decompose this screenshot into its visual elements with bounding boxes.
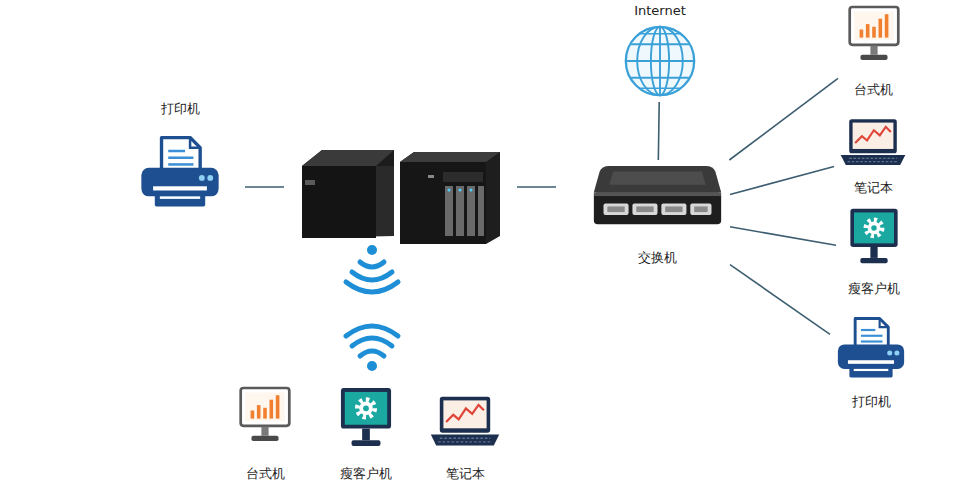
- network-link: [730, 265, 830, 335]
- device-node: 笔记本: [426, 390, 504, 484]
- device-node: 瘦客户机: [330, 384, 402, 484]
- thin-icon: [339, 386, 393, 450]
- device-label: 交换机: [585, 249, 730, 266]
- desktop-icon: [238, 384, 292, 446]
- wifi-symbol: [346, 326, 398, 371]
- device-node: Internet: [615, 0, 705, 102]
- device-label: 笔记本: [426, 465, 504, 482]
- nas-device: [302, 150, 500, 244]
- device-node: 打印机: [128, 98, 232, 216]
- device-node: 交换机: [585, 160, 730, 268]
- desktop-icon: [847, 4, 901, 64]
- device-label: 瘦客户机: [836, 280, 912, 297]
- device-node: 台式机: [838, 4, 908, 100]
- network-link: [730, 227, 836, 246]
- network-link: [658, 102, 660, 160]
- device-label: 台式机: [234, 465, 296, 482]
- device-node: 台式机: [234, 384, 296, 484]
- device-label: Internet: [615, 2, 705, 19]
- wire: [245, 186, 284, 188]
- laptop-icon: [839, 116, 907, 170]
- globe-icon: [622, 21, 698, 101]
- device-label: 笔记本: [834, 179, 912, 196]
- device-node: 笔记本: [834, 114, 912, 198]
- network-link: [729, 78, 838, 160]
- printer-icon: [138, 134, 222, 210]
- device-node: 打印机: [830, 314, 912, 412]
- device-label: 台式机: [838, 81, 908, 98]
- printer-icon: [835, 314, 907, 382]
- laptop-icon: [429, 394, 501, 450]
- device-node: 瘦客户机: [836, 205, 912, 299]
- network-link: [730, 166, 834, 194]
- device-label: 瘦客户机: [330, 465, 402, 482]
- device-label: 打印机: [128, 100, 232, 117]
- device-label: 打印机: [830, 393, 912, 410]
- switch-icon: [590, 164, 725, 230]
- wire: [517, 186, 556, 188]
- wifi-symbol: [346, 245, 398, 292]
- thin-icon: [848, 207, 900, 267]
